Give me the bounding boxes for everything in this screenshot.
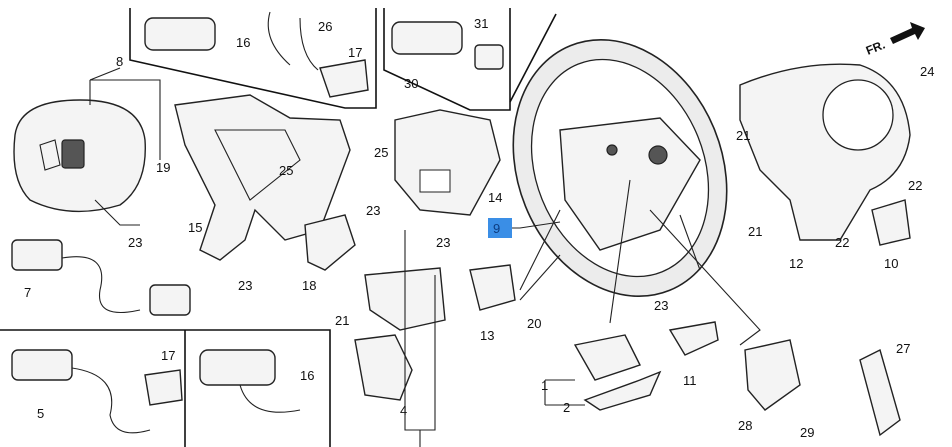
steering-cover bbox=[174, 94, 351, 261]
callout-15: 15 bbox=[188, 220, 202, 235]
callout-23a: 23 bbox=[128, 235, 142, 250]
callout-1: 1 bbox=[541, 378, 548, 393]
callout-8: 8 bbox=[116, 54, 123, 69]
callout-22b: 22 bbox=[835, 235, 849, 250]
highlighted-callout: 9 bbox=[493, 221, 500, 236]
callout-19: 19 bbox=[156, 160, 170, 175]
switch-30 bbox=[391, 21, 463, 55]
callout-7: 7 bbox=[24, 285, 31, 300]
bracket-10 bbox=[871, 199, 911, 246]
callout-5: 5 bbox=[37, 406, 44, 421]
switch-16 bbox=[144, 17, 216, 51]
callout-21a: 21 bbox=[736, 128, 750, 143]
paddle-28 bbox=[744, 339, 801, 411]
callout-25b: 25 bbox=[374, 145, 388, 160]
leader-lines bbox=[89, 67, 761, 447]
callout-23d: 23 bbox=[436, 235, 450, 250]
inset-frame-bottom-left bbox=[0, 329, 331, 447]
callout-18: 18 bbox=[302, 278, 316, 293]
highlight-9 bbox=[488, 218, 512, 238]
lower-cover bbox=[354, 267, 446, 401]
callout-22a: 22 bbox=[908, 178, 922, 193]
callout-17b: 17 bbox=[161, 348, 175, 363]
rear-cover bbox=[739, 63, 911, 241]
switch-5 bbox=[11, 349, 73, 381]
driver-airbag bbox=[13, 99, 146, 226]
callout-2: 2 bbox=[563, 400, 570, 415]
callout-16a: 16 bbox=[236, 35, 250, 50]
callout-13: 13 bbox=[480, 328, 494, 343]
steering-wheel bbox=[512, 38, 728, 298]
front-label: FR. bbox=[864, 38, 887, 58]
callout-14: 14 bbox=[488, 190, 502, 205]
callout-10: 10 bbox=[884, 256, 898, 271]
bracket-13 bbox=[469, 264, 516, 311]
switch-1 bbox=[573, 334, 641, 381]
harness-26 bbox=[267, 11, 319, 71]
switch-2 bbox=[583, 370, 662, 411]
callout-11: 11 bbox=[683, 373, 697, 388]
callout-30: 30 bbox=[404, 76, 418, 91]
switch-31 bbox=[474, 44, 504, 70]
callout-26: 26 bbox=[318, 19, 332, 34]
callout-27: 27 bbox=[896, 341, 910, 356]
callout-23b: 23 bbox=[238, 278, 252, 293]
inset-frame-diagonal bbox=[509, 13, 557, 103]
switch-assembly-7 bbox=[11, 239, 191, 316]
cover-18 bbox=[304, 214, 356, 271]
callout-23e: 23 bbox=[654, 298, 668, 313]
inset-frame-top-center bbox=[383, 8, 511, 111]
switch-16b bbox=[199, 349, 276, 386]
callout-21c: 21 bbox=[335, 313, 349, 328]
callout-28: 28 bbox=[738, 418, 752, 433]
paddle-27 bbox=[859, 348, 901, 437]
switch-bracket bbox=[394, 109, 501, 216]
cover-17 bbox=[319, 59, 369, 98]
callout-31: 31 bbox=[474, 16, 488, 31]
front-direction-indicator bbox=[890, 22, 925, 44]
callout-23c: 23 bbox=[366, 203, 380, 218]
callout-16b: 16 bbox=[300, 368, 314, 383]
cover-17b bbox=[144, 369, 183, 406]
callout-17a: 17 bbox=[348, 45, 362, 60]
callout-12: 12 bbox=[789, 256, 803, 271]
callout-4: 4 bbox=[400, 403, 407, 418]
callout-29: 29 bbox=[800, 425, 814, 440]
inset-frame-top-left bbox=[129, 8, 377, 109]
paddle-11 bbox=[668, 321, 719, 356]
callout-25a: 25 bbox=[279, 163, 293, 178]
callout-21b: 21 bbox=[748, 224, 762, 239]
callout-24: 24 bbox=[920, 64, 934, 79]
callout-20: 20 bbox=[527, 316, 541, 331]
